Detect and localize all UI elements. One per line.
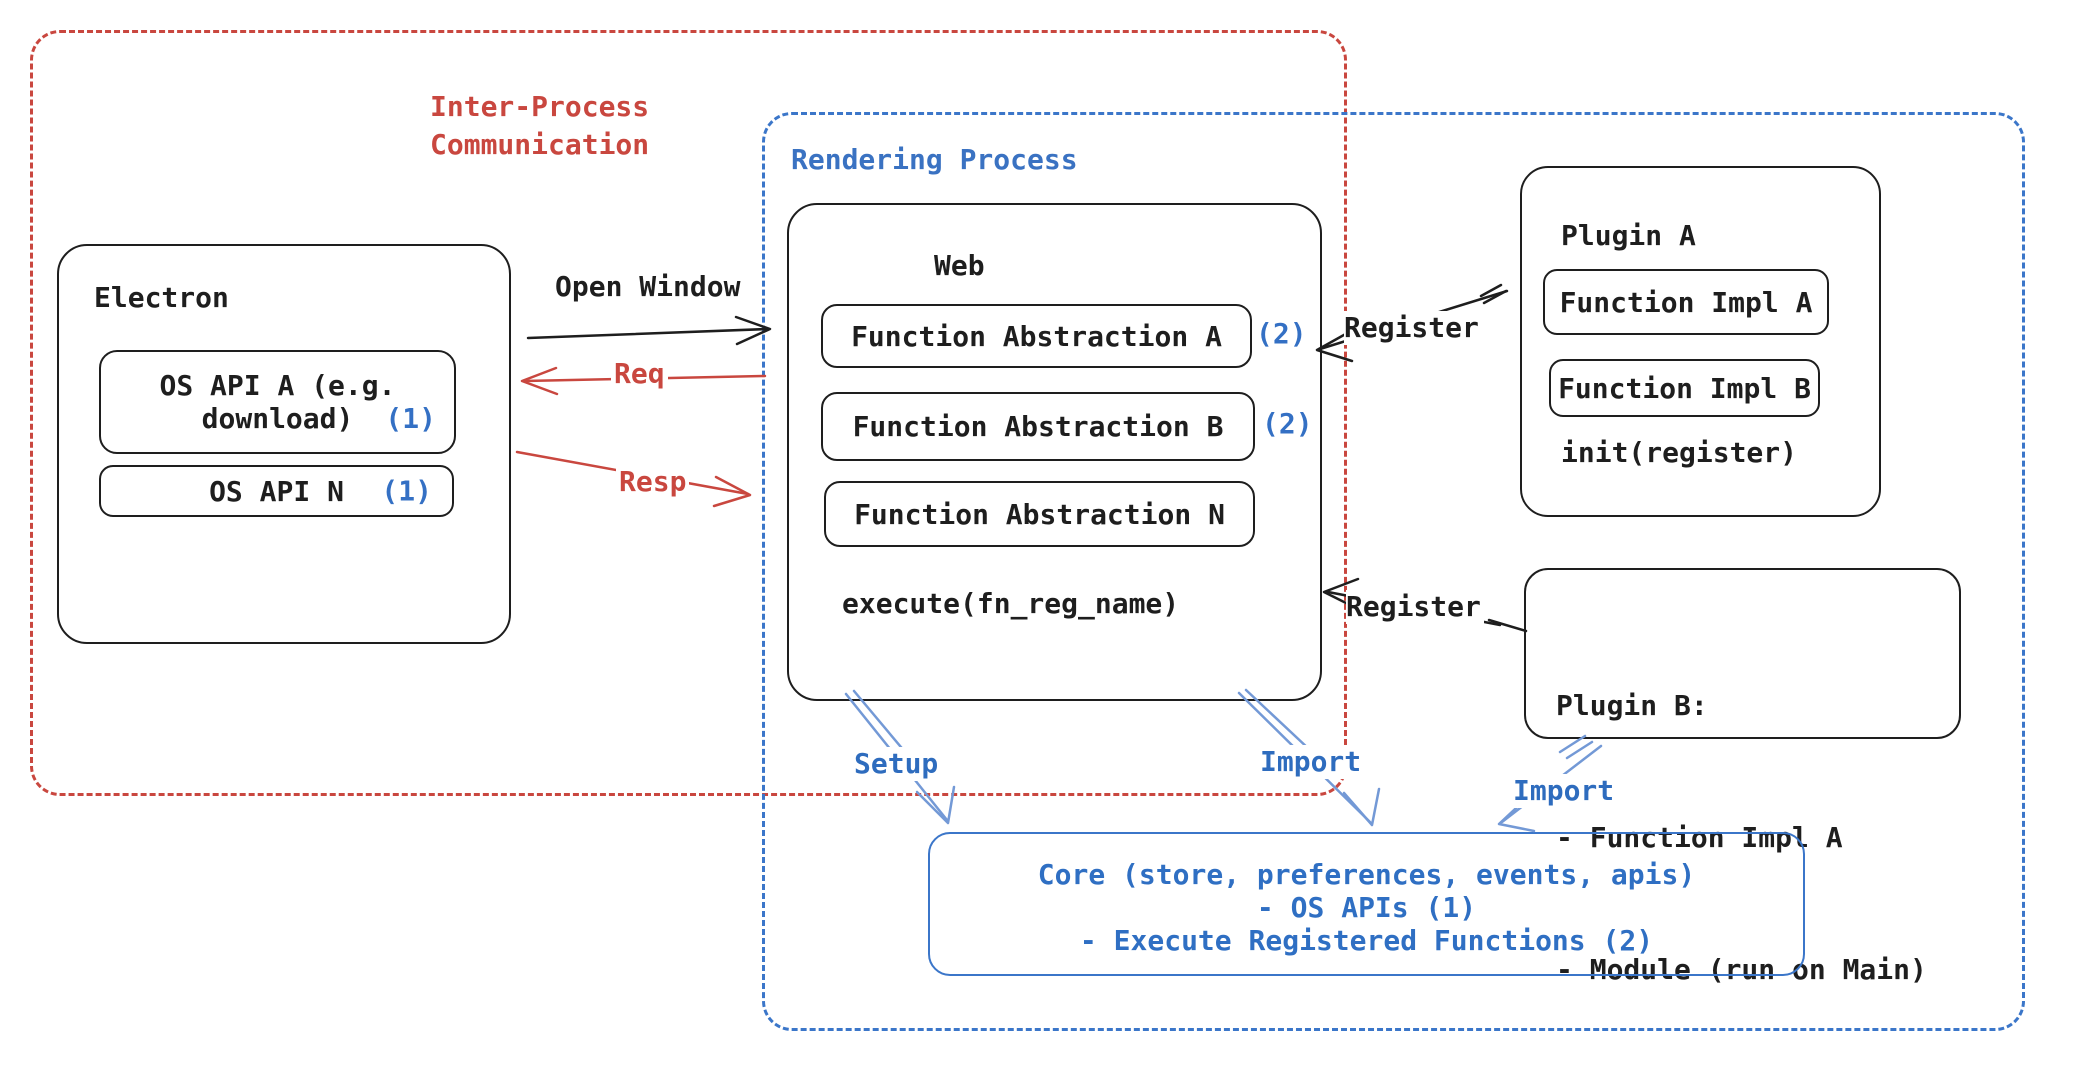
plugin-b-title: Plugin B: xyxy=(1556,689,1708,722)
rendering-process-boundary xyxy=(762,112,2025,1031)
import-plugin-label: Import xyxy=(1510,774,1618,808)
plugin-a-box: Plugin A Function Impl A Function Impl B… xyxy=(1520,166,1881,517)
os-api-a-line2: download) xyxy=(201,402,354,435)
os-api-n-badge: (1) xyxy=(381,474,432,508)
core-box: Core (store, preferences, events, apis) … xyxy=(928,832,1805,976)
os-api-a-badge: (1) xyxy=(385,402,436,435)
rendering-process-label: Rendering Process xyxy=(791,143,1078,176)
function-abstraction-a-badge: (2) xyxy=(1256,317,1307,350)
ipc-boundary xyxy=(30,30,1347,796)
function-abstraction-a-label: Function Abstraction A xyxy=(851,319,1222,353)
os-api-a-line1: OS API A (e.g. xyxy=(159,369,396,402)
function-abstraction-b-badge: (2) xyxy=(1262,407,1313,440)
web-box: Web Function Abstraction A (2) Function … xyxy=(787,203,1322,701)
req-label: Req xyxy=(611,357,668,391)
function-abstraction-a-box: Function Abstraction A xyxy=(821,304,1252,368)
register-b-label: Register xyxy=(1346,590,1484,624)
open-window-label: Open Window xyxy=(555,270,741,303)
function-abstraction-n-box: Function Abstraction N xyxy=(824,481,1255,547)
os-api-a-box: OS API A (e.g. download) (1) xyxy=(99,350,456,454)
function-abstraction-b-label: Function Abstraction B xyxy=(852,410,1224,443)
os-api-n-box: OS API N (1) xyxy=(99,465,454,517)
function-impl-b-box: Function Impl B xyxy=(1549,359,1820,417)
ipc-label-line2: Communication xyxy=(430,128,650,161)
function-abstraction-n-label: Function Abstraction N xyxy=(854,497,1225,531)
import-web-label: Import xyxy=(1257,745,1365,779)
electron-box: Electron OS API A (e.g. download) (1) OS… xyxy=(57,244,511,644)
plugin-a-title: Plugin A xyxy=(1561,219,1696,252)
web-title: Web xyxy=(934,249,985,282)
function-impl-a-box: Function Impl A xyxy=(1543,269,1829,335)
function-abstraction-b-box: Function Abstraction B xyxy=(821,392,1255,461)
electron-title: Electron xyxy=(94,281,229,314)
core-line-1: Core (store, preferences, events, apis) xyxy=(1037,858,1696,891)
execute-label: execute(fn_reg_name) xyxy=(842,587,1180,620)
core-line-2: - OS APIs (1) xyxy=(1256,891,1477,924)
function-impl-a-label: Function Impl A xyxy=(1559,285,1813,319)
function-impl-b-label: Function Impl B xyxy=(1558,371,1811,405)
resp-label: Resp xyxy=(616,465,690,499)
init-register-label: init(register) xyxy=(1561,436,1798,469)
plugin-b-box: Plugin B: - Function Impl A - Module (ru… xyxy=(1524,568,1961,986)
ipc-label-line1: Inter-Process xyxy=(430,90,650,123)
setup-label: Setup xyxy=(851,747,942,781)
register-a-label: Register xyxy=(1344,311,1482,345)
core-line-3: - Execute Registered Functions (2) xyxy=(1079,924,1654,957)
ipc-label: Inter-Process Communication xyxy=(430,88,649,164)
os-api-n-label: OS API N xyxy=(209,474,344,508)
